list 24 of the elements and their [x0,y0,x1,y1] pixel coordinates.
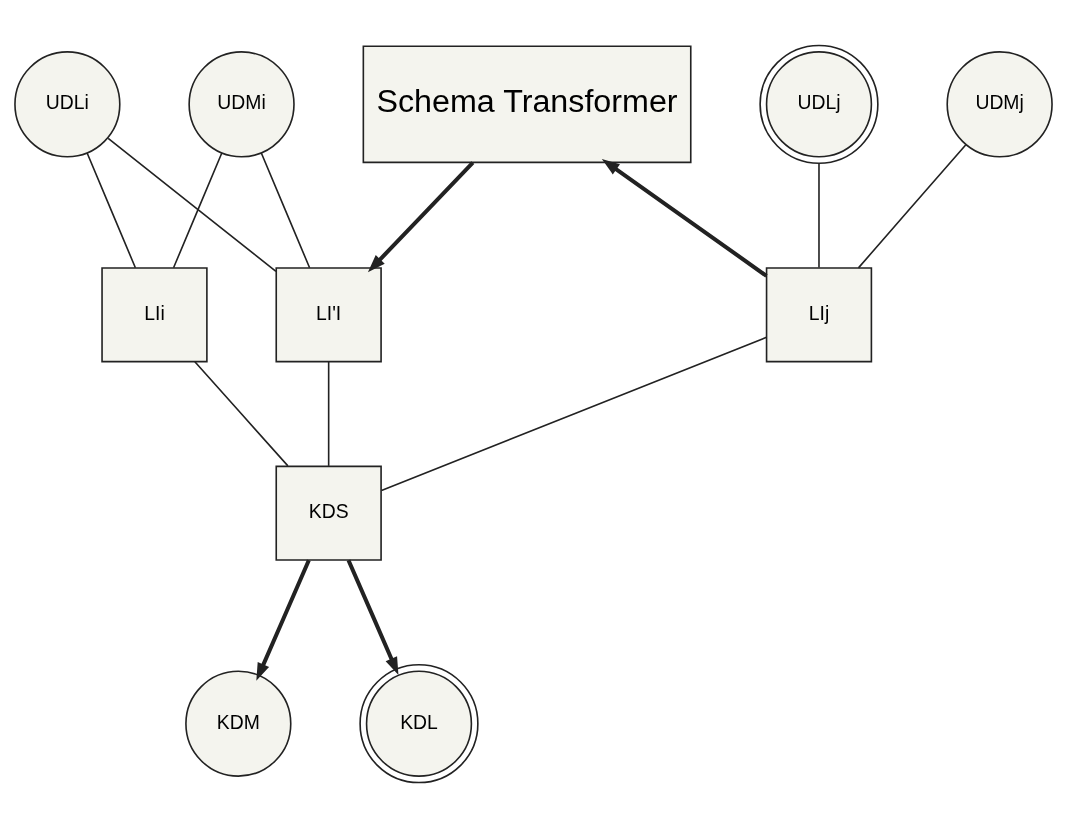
node-circle: KDM [185,669,292,777]
node-box: LIi [101,266,208,362]
arrow [367,160,475,272]
connector [86,151,137,269]
connector [172,151,223,269]
node-circle: UDLi [14,50,121,158]
node-box: LI'I [275,266,382,362]
connector [818,162,820,268]
node-circle: UDMj [946,50,1053,158]
node-box: LIj [765,266,873,362]
arrow [346,559,399,675]
arrow [601,158,768,278]
connector [260,151,311,269]
connector [857,143,967,269]
connector [327,360,330,467]
node-box: Schema Transformer [362,44,692,163]
node-circle: UDLj [759,44,879,164]
connector [107,137,277,272]
connector [194,360,289,467]
node-circle: UDMi [188,50,295,158]
node-circle: KDL [359,663,479,783]
node-box: KDS [275,465,382,561]
arrow [256,559,311,681]
connector [380,336,768,491]
